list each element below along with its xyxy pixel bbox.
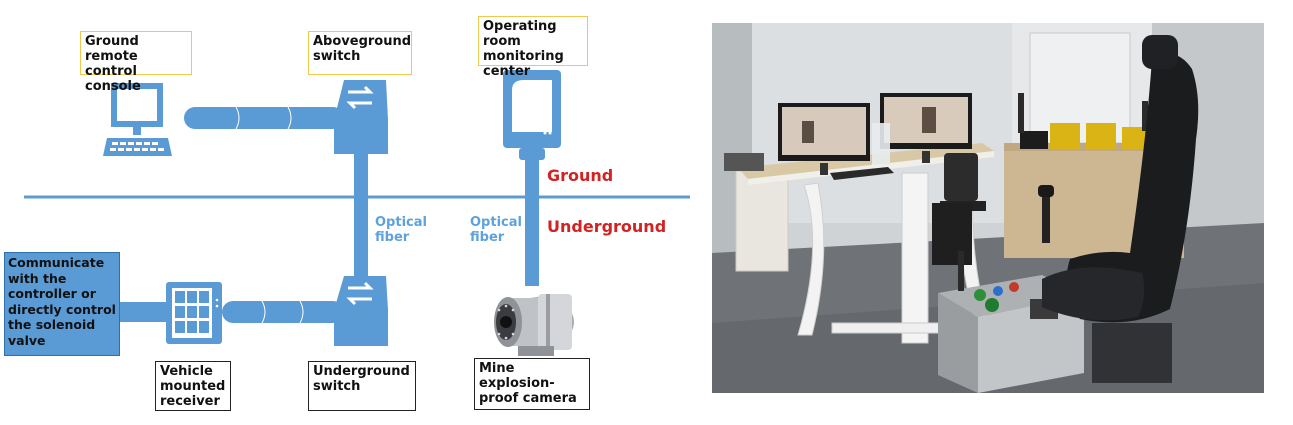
network-switch-icon [334,80,388,154]
camera-icon [494,294,574,356]
communicate-box: Communicate with the controller or direc… [4,252,120,356]
vehicle-receiver-label: Vehicle mounted receiver [155,361,231,411]
pipe-console-to-switch [184,106,344,130]
underground-switch-label: Underground switch [308,361,416,411]
aboveground-switch-label: Aboveground switch [308,31,412,75]
control-room-photo [712,23,1264,393]
camera-label: Mine explosion-proof camera [474,358,590,410]
server-icon [503,70,561,148]
network-diagram [24,70,690,356]
pipe-vertical-switches [354,150,368,280]
ground-zone-label: Ground [547,166,614,185]
computer-monitor-icon [103,83,172,156]
optical-fiber-label-right: Optical fiber [470,215,522,245]
optical-fiber-label-left: Optical fiber [375,215,427,245]
pipe-underground-horizontal [118,300,344,324]
underground-zone-label: Underground [547,217,667,236]
monitoring-center-label: Operating room monitoring center [478,16,588,79]
network-switch-icon [334,276,388,346]
ground-console-label: Ground remote control console [80,31,192,94]
tablet-receiver-icon [166,282,222,344]
pipe-vertical-camera [519,148,545,286]
